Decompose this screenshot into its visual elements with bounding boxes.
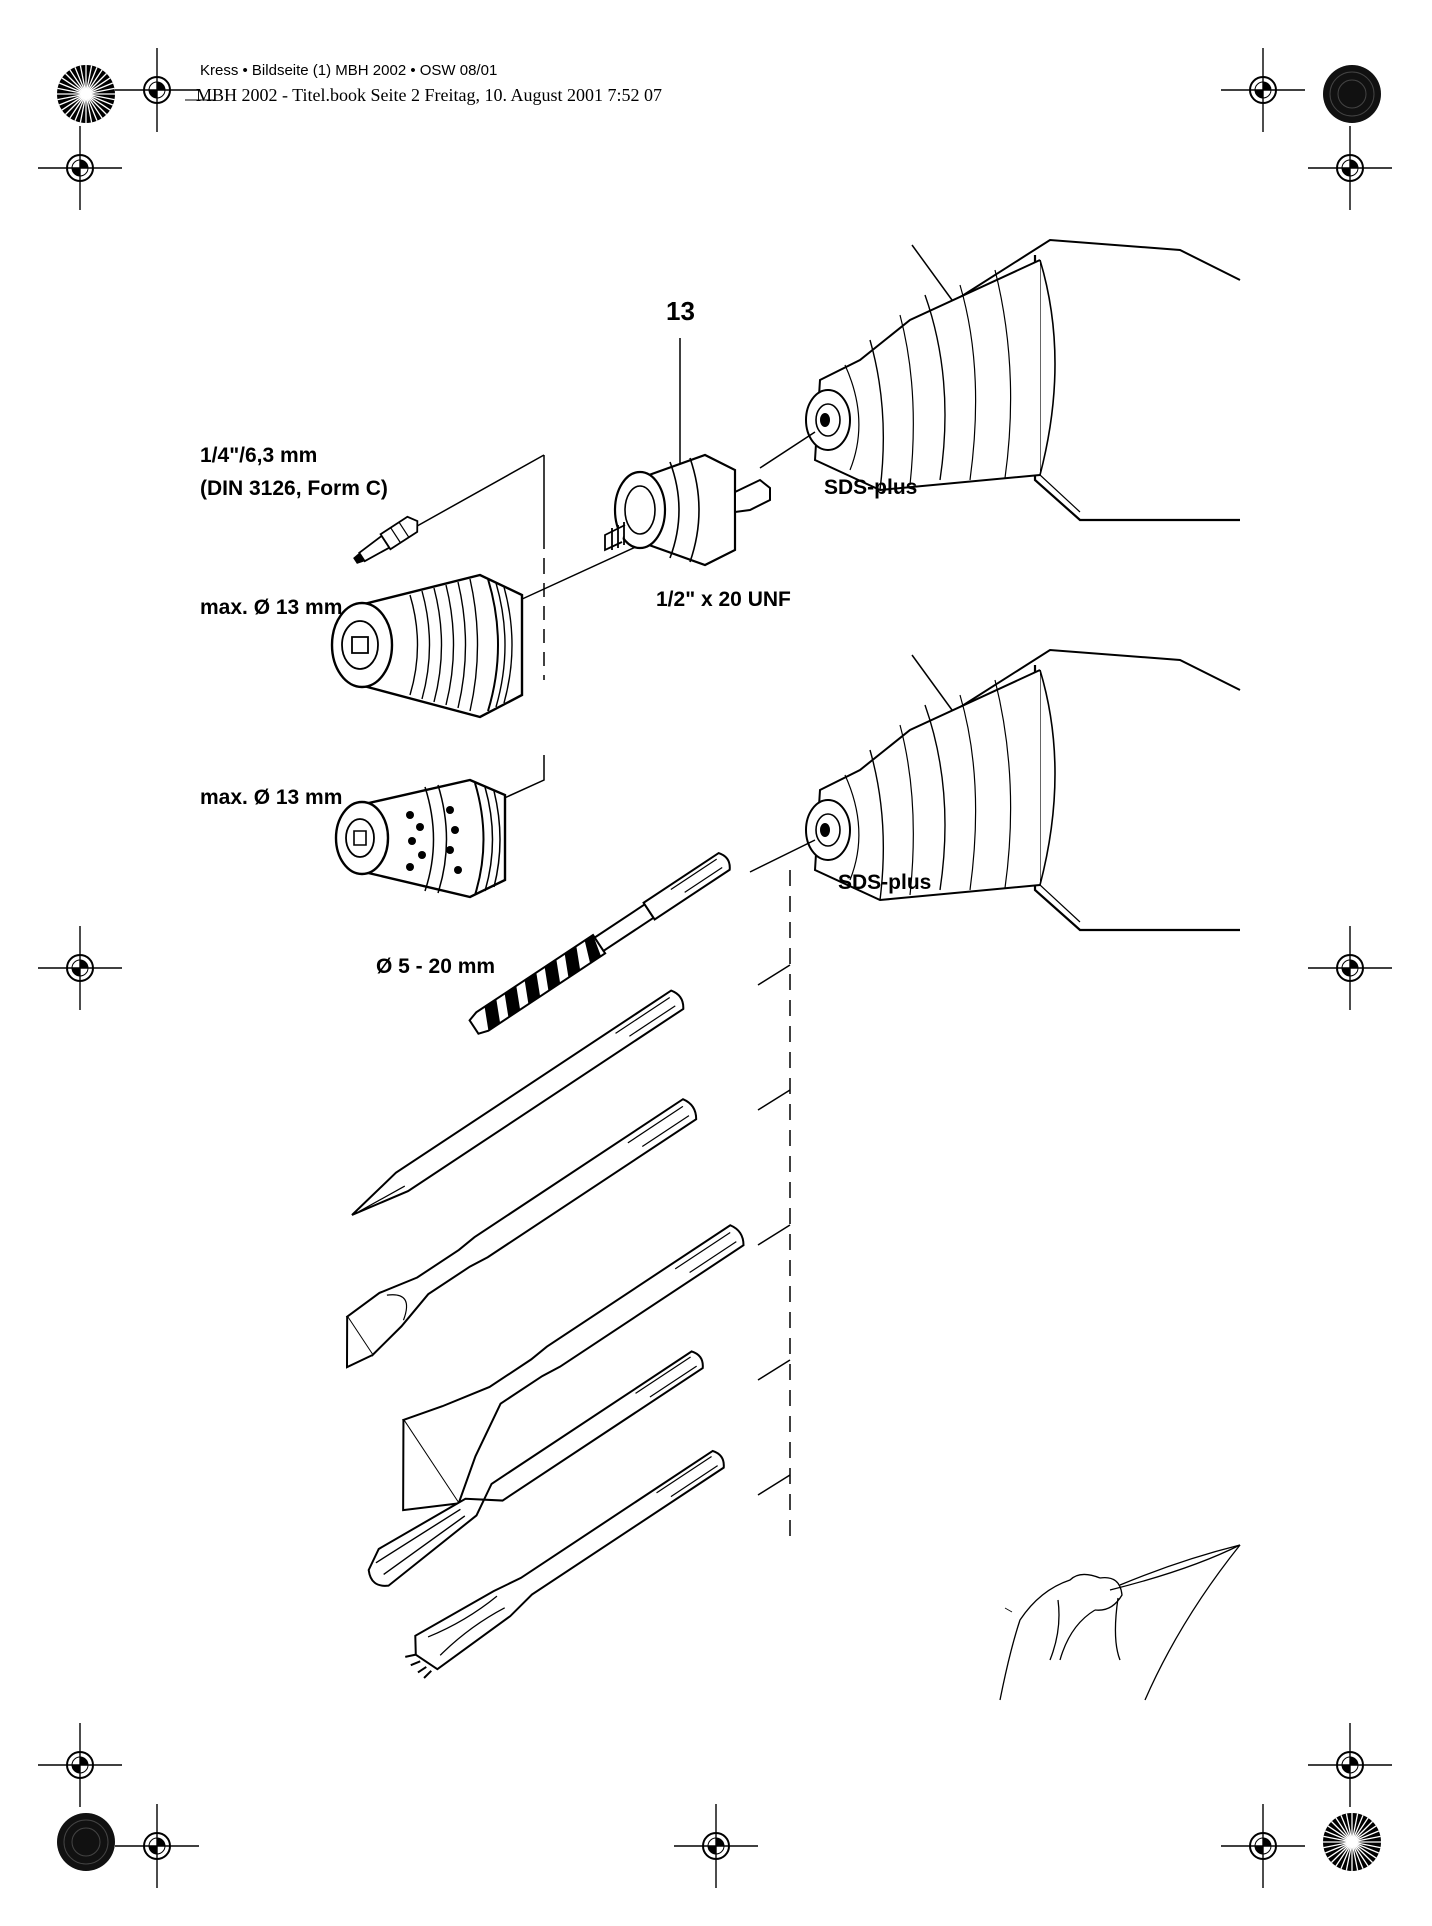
solid-disc-target-icon: [1322, 64, 1382, 124]
registration-marks: [37, 47, 1393, 1889]
registration-mark-icon: [1307, 1722, 1393, 1808]
key-chuck-label: max. Ø 13 mm: [200, 786, 343, 809]
screwdriver-bit-icon: [353, 515, 419, 564]
drill-bit-icon: [468, 851, 731, 1035]
starburst-target-icon: [56, 64, 116, 124]
flat-chisel-icon: [345, 1098, 698, 1369]
registration-mark-icon: [37, 125, 123, 211]
header-slug-line-1: Kress • Bildseite (1) MBH 2002 • OSW 08/…: [200, 62, 498, 79]
drill-range-label: Ø 5 - 20 mm: [376, 955, 496, 978]
chuck-adapter-icon: [604, 453, 771, 567]
starburst-target-icon: [1322, 1812, 1382, 1872]
key-chuck-icon: [334, 778, 507, 899]
connector-lines: [409, 338, 816, 1540]
registration-mark-icon: [114, 47, 200, 133]
point-chisel-icon: [351, 989, 685, 1216]
sds-plus-label-top: SDS-plus: [824, 476, 918, 499]
registration-mark-icon: [1307, 925, 1393, 1011]
bit-standard-label: (DIN 3126, Form C): [200, 477, 388, 500]
registration-mark-icon: [1307, 125, 1393, 211]
solid-disc-target-icon: [56, 1812, 116, 1872]
sds-plus-label-bottom: SDS-plus: [838, 871, 932, 894]
gouge-chisel-icon: [367, 1350, 704, 1587]
registration-mark-icon: [1220, 47, 1306, 133]
registration-mark-icon: [673, 1803, 759, 1889]
registration-mark-icon: [37, 1722, 123, 1808]
keyless-chuck-label: max. Ø 13 mm: [200, 596, 343, 619]
hand-page-turn-icon: [999, 1544, 1241, 1701]
registration-mark-icon: [1220, 1803, 1306, 1889]
registration-mark-icon: [37, 925, 123, 1011]
toothed-chisel-icon: [405, 1449, 725, 1679]
bit-size-label: 1/4"/6,3 mm: [200, 444, 318, 467]
callout-number: 13: [666, 296, 695, 326]
thread-label: 1/2" x 20 UNF: [656, 588, 791, 611]
header-slug-line-2: MBH 2002 - Titel.book Seite 2 Freitag, 1…: [196, 85, 663, 105]
keyless-chuck-icon: [330, 573, 524, 719]
registration-mark-icon: [114, 1803, 200, 1889]
spade-chisel-icon: [401, 1224, 745, 1512]
